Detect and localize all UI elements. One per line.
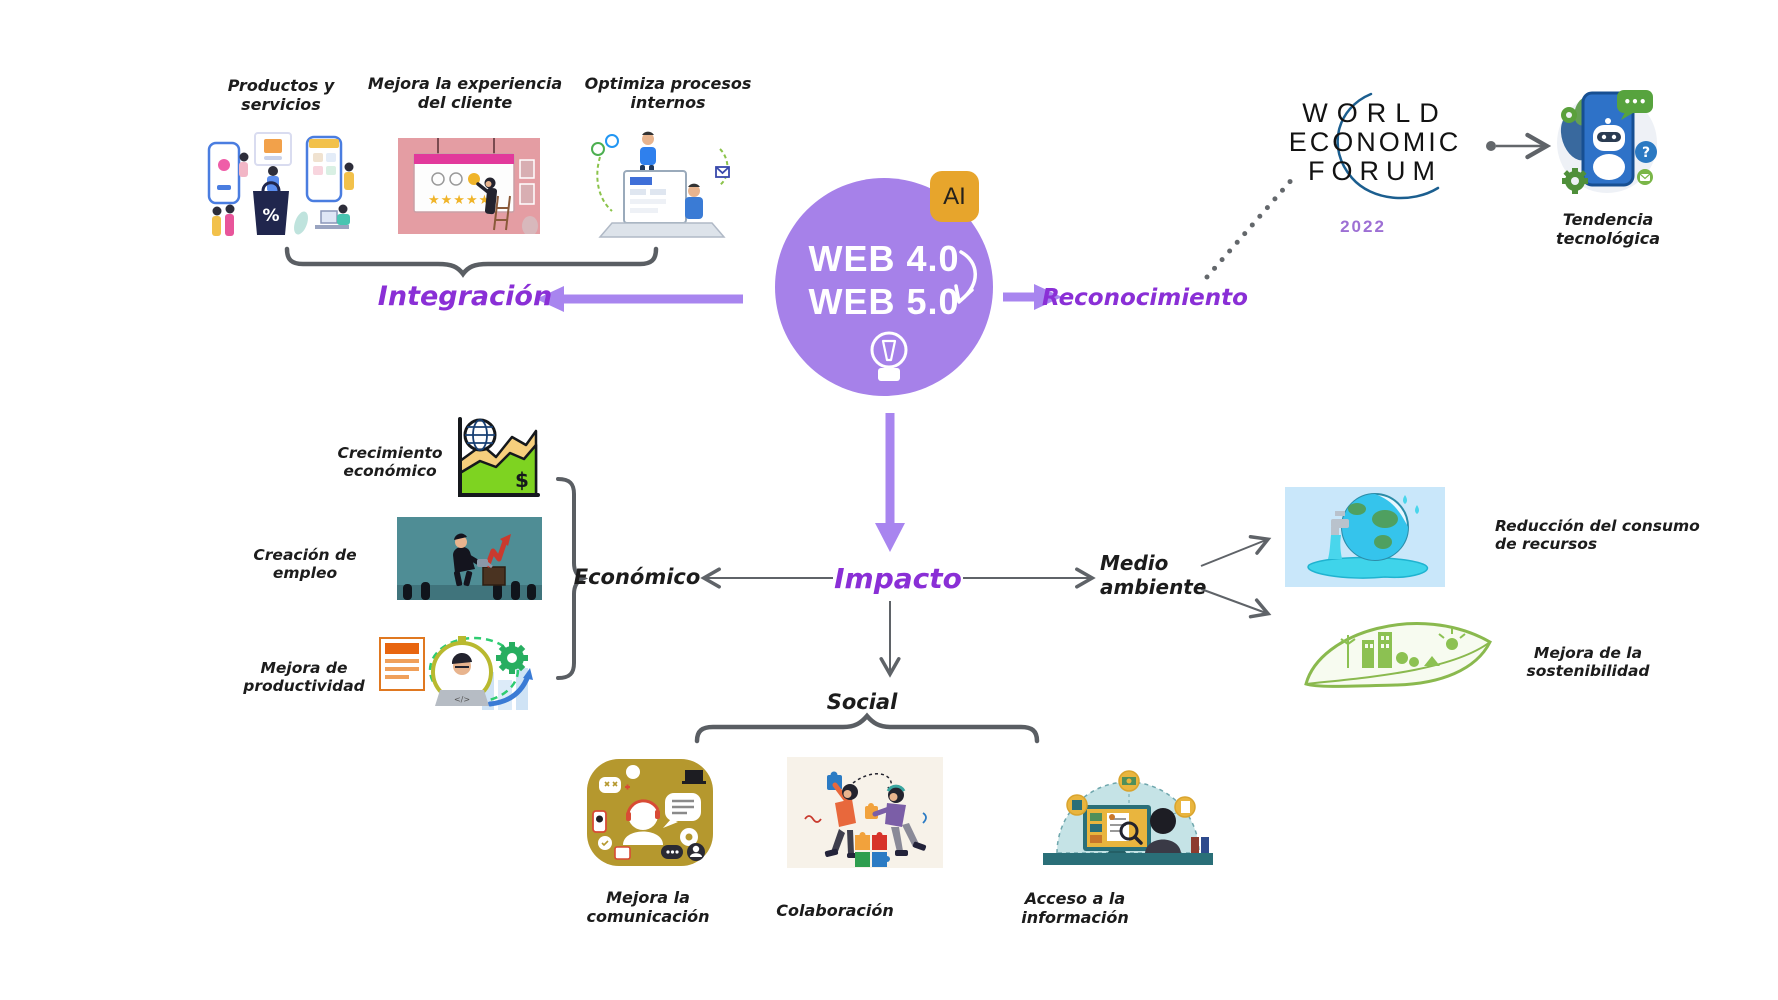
medio-lower-arrow <box>1200 588 1272 619</box>
item-sostenibilidad: Mejora de la sostenibilidad <box>1526 644 1650 681</box>
arrow-to-impacto <box>875 413 905 552</box>
branch-social: Social <box>826 690 898 714</box>
wef-year: 2022 <box>1340 217 1386 236</box>
colaboracion-illustration <box>787 757 943 868</box>
item-crecimiento: Crecimiento económico <box>337 444 443 481</box>
item-experiencia-cliente: Mejora la experiencia del cliente <box>367 74 563 112</box>
wef-logo-line1: WORLD <box>1302 98 1448 128</box>
central-node-title-1: WEB 4.0 <box>808 238 960 279</box>
ai-badge-label: AI <box>943 182 966 210</box>
item-productividad: Mejora de productividad <box>243 659 365 696</box>
item-comunicacion: Mejora la comunicación <box>586 888 710 926</box>
branch-medio-ambiente: Medio ambiente <box>1100 551 1207 599</box>
medio-upper-arrow <box>1200 534 1272 567</box>
bag-percent-glyph: % <box>262 206 279 226</box>
item-colaboracion: Colaboración <box>776 901 894 920</box>
sostenibilidad-illustration <box>1304 622 1492 688</box>
trend-arrow-dot <box>1486 141 1496 151</box>
creacion-empleo-illustration <box>397 517 542 600</box>
item-tendencia-tecnologica: Tendencia tecnológica <box>1555 210 1661 248</box>
ai-badge: AI <box>930 171 979 222</box>
chatbot-illustration: ••• ? <box>1557 90 1657 194</box>
dotted-link-wef <box>1204 174 1297 280</box>
item-procesos-internos: Optimiza procesos internos <box>584 74 752 112</box>
bubble-dots-glyph: ••• <box>1623 95 1646 109</box>
arrow-to-integracion <box>536 286 743 312</box>
rating-stars-glyph: ★★★★★ <box>428 193 491 208</box>
lightbulb-icon <box>870 331 908 369</box>
central-node-title-2: WEB 5.0 <box>808 281 960 322</box>
mejora-productividad-illustration: </> <box>379 636 533 710</box>
item-productos-servicios: Productos y servicios <box>227 76 335 114</box>
branch-integracion: Integración <box>377 281 553 312</box>
cycle-arrow-head <box>954 284 974 304</box>
crecimiento-economico-illustration: $ <box>458 417 540 497</box>
reduccion-consumo-illustration <box>1285 487 1445 587</box>
central-node: WEB 4.0 WEB 5.0 <box>775 178 993 396</box>
branch-reconocimiento: Reconocimiento <box>1042 285 1248 311</box>
item-acceso-informacion: Acceso a la información <box>1021 889 1129 927</box>
question-glyph: ? <box>1642 145 1650 161</box>
code-glyph: </> <box>454 695 470 704</box>
social-brace <box>694 712 1040 744</box>
central-node-decoration <box>870 250 977 381</box>
item-reduccion-consumo: Reducción del consumo de recursos <box>1495 517 1700 554</box>
arrow-to-reconocimiento <box>1003 284 1062 310</box>
wef-logo-line3: FORUM <box>1308 156 1442 186</box>
branch-impacto: Impacto <box>834 562 962 595</box>
experiencia-cliente-illustration: ★★★★★ <box>398 138 540 234</box>
wef-arc <box>1336 92 1440 200</box>
economico-brace <box>556 477 589 680</box>
optimiza-procesos-illustration <box>591 131 730 238</box>
branch-economico: Económico <box>573 565 701 589</box>
acceso-informacion-illustration <box>1043 770 1213 865</box>
wef-logo-line2: ECONOMIC <box>1288 127 1462 157</box>
mejora-comunicacion-illustration <box>587 759 713 866</box>
dollar-glyph: $ <box>515 468 529 492</box>
integracion-brace <box>284 246 659 278</box>
wef-logo: WORLD ECONOMIC FORUM <box>1280 99 1470 186</box>
productos-servicios-illustration: % <box>207 132 354 236</box>
item-empleo: Creación de empleo <box>253 546 357 583</box>
